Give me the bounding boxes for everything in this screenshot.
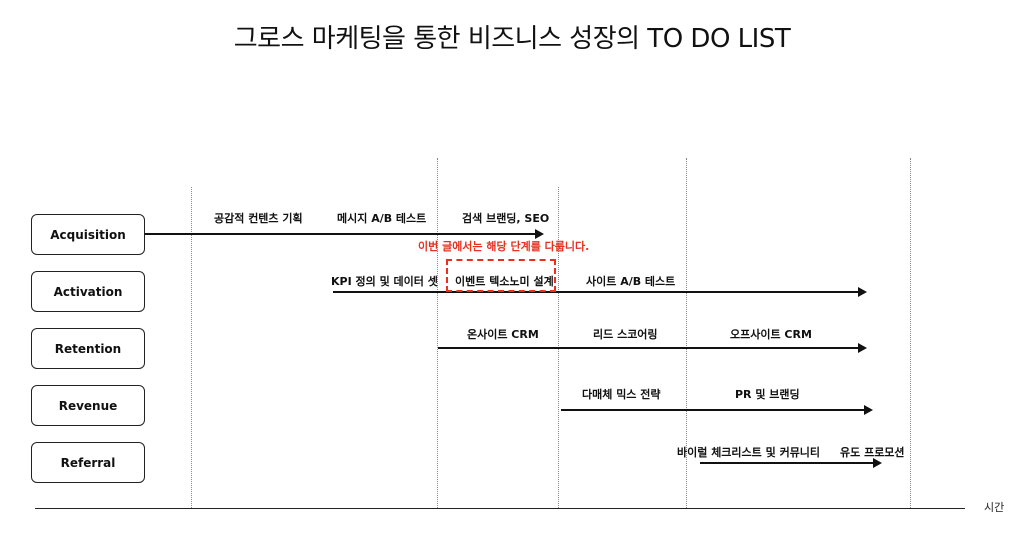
arrow-head-icon <box>858 287 867 297</box>
time-divider-4 <box>686 158 687 508</box>
time-divider-1 <box>191 187 192 508</box>
tactic-label: 검색 브랜딩, SEO <box>462 212 550 225</box>
tactic-label: 사이트 A/B 테스트 <box>586 275 676 288</box>
referral-timeline-arrow <box>700 458 882 468</box>
tactic-label: 온사이트 CRM <box>467 328 539 341</box>
tactic-label: 이벤트 텍소노미 설계 <box>455 275 554 288</box>
time-divider-2 <box>437 158 438 508</box>
tactic-label: PR 및 브랜딩 <box>735 388 800 401</box>
time-axis <box>35 508 965 509</box>
tactic-label: 바이럴 체크리스트 및 커뮤니티 <box>677 446 821 459</box>
arrow-head-icon <box>535 229 544 239</box>
highlight-note: 이번 글에서는 해당 단계를 다룹니다. <box>418 240 590 253</box>
retention-timeline-arrow <box>438 343 867 353</box>
tactic-label: 공감적 컨텐츠 기획 <box>214 212 303 225</box>
tactic-label: KPI 정의 및 데이터 셋 <box>331 275 438 288</box>
time-divider-5 <box>910 158 911 508</box>
arrow-head-icon <box>858 343 867 353</box>
tactic-label: 리드 스코어링 <box>593 328 658 341</box>
stage-revenue: Revenue <box>31 385 145 426</box>
acquisition-timeline-arrow <box>145 229 544 239</box>
arrow-head-icon <box>873 458 882 468</box>
time-axis-label: 시간 <box>984 501 1005 514</box>
tactic-label: 유도 프로모션 <box>840 446 905 459</box>
tactic-label: 오프사이트 CRM <box>730 328 812 341</box>
tactic-label: 메시지 A/B 테스트 <box>337 212 427 225</box>
highlight-box <box>446 259 556 292</box>
arrow-head-icon <box>864 405 873 415</box>
stage-activation: Activation <box>31 271 145 312</box>
diagram-title: 그로스 마케팅을 통한 비즈니스 성장의 TO DO LIST <box>233 24 791 54</box>
tactic-label: 다매체 믹스 전략 <box>582 388 661 401</box>
stage-acquisition: Acquisition <box>31 214 145 255</box>
revenue-timeline-arrow <box>561 405 873 415</box>
stage-referral: Referral <box>31 442 145 483</box>
activation-timeline-arrow <box>333 287 867 297</box>
stage-retention: Retention <box>31 328 145 369</box>
